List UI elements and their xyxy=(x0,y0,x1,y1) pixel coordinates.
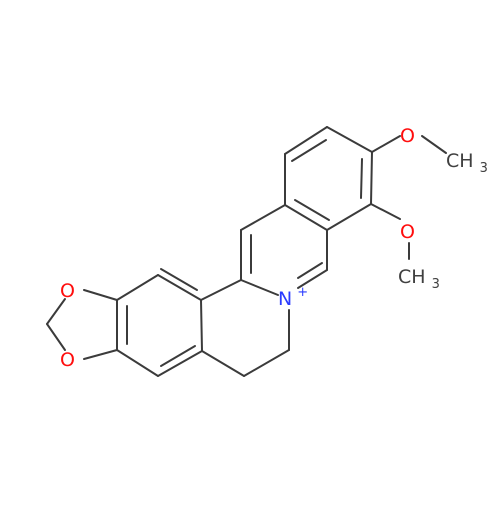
oxygen-atom-label: O xyxy=(400,221,415,243)
bond xyxy=(83,349,118,360)
bond-layer xyxy=(46,126,447,377)
oxygen-atom-label: O xyxy=(60,349,75,371)
bond xyxy=(116,274,159,301)
bond xyxy=(326,126,373,153)
bond xyxy=(297,269,328,289)
bond xyxy=(46,323,66,351)
bond xyxy=(160,268,198,291)
bond xyxy=(116,349,159,377)
bond xyxy=(360,158,363,199)
bond xyxy=(284,204,328,231)
methyl-group-label: CH 3 xyxy=(446,150,488,176)
bond xyxy=(200,299,203,352)
bond xyxy=(421,135,447,154)
bond xyxy=(157,274,202,301)
oxygen-atom-label: O xyxy=(400,125,415,147)
bond xyxy=(370,151,373,205)
bond xyxy=(240,204,286,231)
bond xyxy=(326,203,372,231)
bond xyxy=(291,139,327,162)
bond xyxy=(294,199,330,221)
positive-charge: + xyxy=(297,285,308,300)
methyl-subscript: 3 xyxy=(432,277,440,292)
nitrogen-atom-label: N + xyxy=(278,285,308,310)
bond xyxy=(284,126,328,155)
oxygen-atom-label: O xyxy=(60,280,75,302)
methyl-group-label: CH 3 xyxy=(398,266,440,292)
methyl-main: CH xyxy=(446,150,474,172)
bond xyxy=(240,279,279,296)
bond xyxy=(83,289,118,301)
bond xyxy=(46,298,66,325)
nitrogen-symbol: N xyxy=(278,288,292,310)
bond xyxy=(370,203,401,220)
bond xyxy=(201,350,245,377)
methyl-main: CH xyxy=(398,266,426,288)
bond xyxy=(297,262,323,279)
bond xyxy=(243,349,290,377)
atom-labels: O O O O N + CH 3 CH 3 xyxy=(60,125,488,371)
bond xyxy=(371,135,401,153)
methyl-subscript: 3 xyxy=(480,161,488,176)
bond xyxy=(200,279,242,301)
bond xyxy=(160,345,196,367)
bond xyxy=(157,350,203,377)
